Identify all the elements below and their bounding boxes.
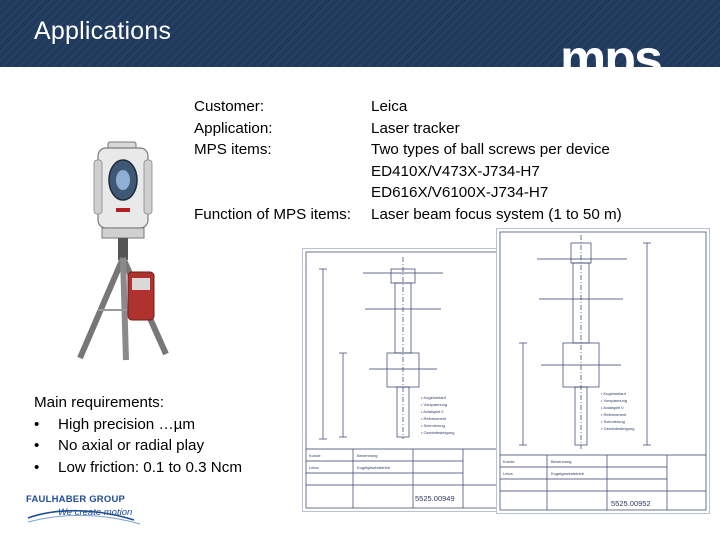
requirement-item: • Low friction: 0.1 to 0.3 Ncm [34, 457, 294, 479]
technical-drawing-ed616x: • Kugelumlauf • Vorspannung • Axialspiel… [496, 228, 710, 514]
svg-text:• Vorspannung: • Vorspannung [421, 402, 447, 407]
info-row-customer: Customer: Leica [194, 96, 694, 118]
tracker-head-icon [93, 141, 153, 239]
info-value: Two types of ball screws per device [371, 141, 610, 159]
requirement-text: Low friction: 0.1 to 0.3 Ncm [58, 458, 243, 476]
info-row-application: Application: Laser tracker [194, 118, 694, 140]
svg-text:• Gewindesteigung: • Gewindesteigung [601, 426, 634, 431]
faulhaber-logo: FAULHABER GROUP We create motion [26, 494, 146, 530]
info-row-function: Function of MPS items: Laser beam focus … [194, 204, 694, 226]
svg-text:• Kugelumlauf: • Kugelumlauf [421, 395, 447, 400]
application-info: Customer: Leica Application: Laser track… [194, 96, 694, 226]
svg-text:• Gewindesteigung: • Gewindesteigung [421, 430, 454, 435]
info-row-part-2: ED616X/V6100X-J734-H7 [194, 182, 694, 204]
requirement-text: High precision …µm [58, 415, 196, 433]
svg-text:• Axialspiel 0: • Axialspiel 0 [601, 405, 624, 410]
bullet-icon: • [34, 415, 40, 433]
swoosh-icon [27, 509, 141, 525]
title-bar: Applications [0, 0, 720, 67]
laser-tracker-image [77, 141, 169, 361]
svg-text:Leica: Leica [309, 465, 319, 470]
bullet-icon: • [34, 437, 40, 455]
svg-text:• Schmierung: • Schmierung [421, 423, 445, 428]
info-row-mps-items: MPS items: Two types of ball screws per … [194, 139, 694, 161]
info-label: MPS items: [194, 141, 272, 159]
svg-text:• Kugelumlauf: • Kugelumlauf [601, 391, 627, 396]
svg-text:Kugelgewindetrieb: Kugelgewindetrieb [551, 471, 585, 476]
requirements-list: • High precision …µm • No axial or radial … [34, 414, 294, 479]
info-value: ED616X/V6100X-J734-H7 [371, 184, 549, 202]
svg-text:• Reibmoment: • Reibmoment [601, 412, 627, 417]
tripod-icon [77, 238, 169, 361]
info-label: Application: [194, 119, 273, 137]
main-requirements: Main requirements: • High precision …µm •… [34, 392, 294, 478]
svg-text:• Vorspannung: • Vorspannung [601, 398, 627, 403]
svg-text:Benennung: Benennung [357, 453, 377, 458]
bullet-icon: • [34, 458, 40, 476]
drawing-number: 5525.00952 [611, 499, 651, 508]
info-label: Function of MPS items: [194, 205, 351, 223]
mps-logo: mps [560, 38, 663, 86]
requirement-item: • No axial or radial play [34, 435, 294, 457]
svg-text:• Axialspiel 0: • Axialspiel 0 [421, 409, 444, 414]
svg-text:• Schmierung: • Schmierung [601, 419, 625, 424]
svg-text:Kunde: Kunde [309, 453, 321, 458]
svg-text:• Reibmoment: • Reibmoment [421, 416, 447, 421]
info-value: ED410X/V473X-J734-H7 [371, 162, 540, 180]
svg-text:Kunde: Kunde [503, 459, 515, 464]
svg-text:Leica: Leica [503, 471, 513, 476]
mps-logo-text: mps [560, 38, 661, 86]
info-row-part-1: ED410X/V473X-J734-H7 [194, 161, 694, 183]
svg-text:Kugelgewindetrieb: Kugelgewindetrieb [357, 465, 391, 470]
slide-title: Applications [34, 17, 172, 45]
info-value: Laser beam focus system (1 to 50 m) [371, 205, 622, 223]
requirement-item: • High precision …µm [34, 414, 294, 436]
requirements-heading: Main requirements: [34, 394, 164, 411]
info-value: Laser tracker [371, 119, 460, 137]
faulhaber-tagline: We create motion [58, 507, 133, 518]
technical-drawing-ed410x: • Kugelumlauf • Vorspannung • Axialspiel… [302, 248, 516, 512]
drawing-number: 5525.00949 [415, 494, 455, 503]
info-value: Leica [371, 98, 408, 115]
info-label: Customer: [194, 98, 265, 115]
svg-text:Benennung: Benennung [551, 459, 571, 464]
requirement-text: No axial or radial play [58, 437, 205, 455]
faulhaber-name: FAULHABER GROUP [26, 494, 126, 505]
